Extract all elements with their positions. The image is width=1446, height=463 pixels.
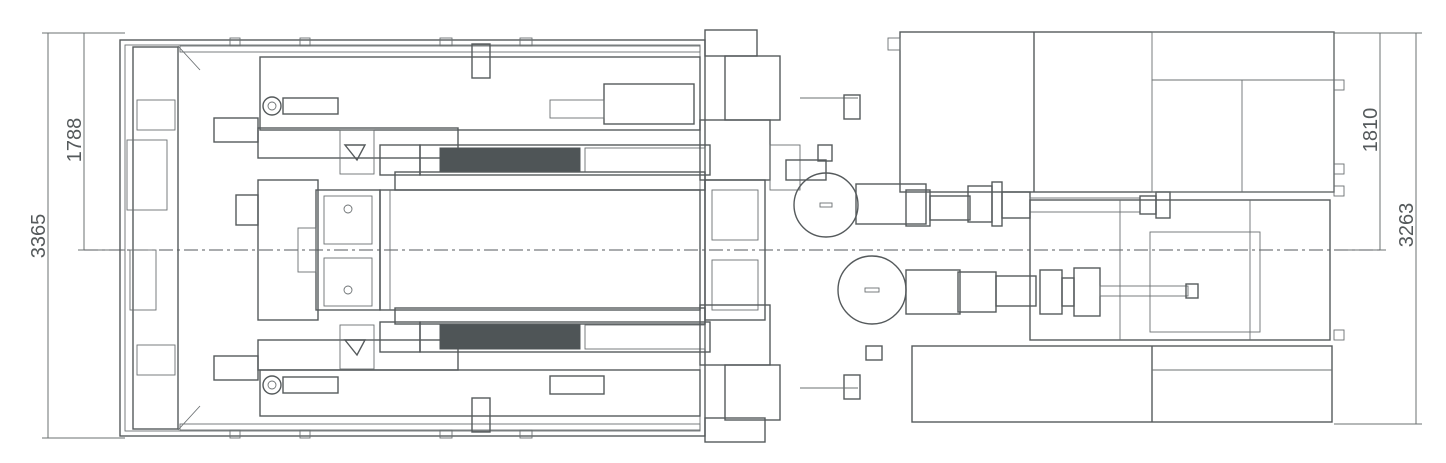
dimension-lines [42,32,1422,439]
dimension-upper-half-right: 1810 [1360,108,1382,153]
dimension-overall-width-left: 3365 [28,214,50,259]
injection-unit-lower [837,255,1199,361]
injection-unit-upper [769,144,1171,238]
lower-tiebar-zone [213,307,861,417]
mold-area [235,55,781,421]
dimension-overall-width-right: 3263 [1396,203,1418,248]
upper-tiebar-zone [213,56,861,191]
control-cabinet [887,31,1345,423]
dimension-upper-half-left: 1788 [64,118,86,163]
